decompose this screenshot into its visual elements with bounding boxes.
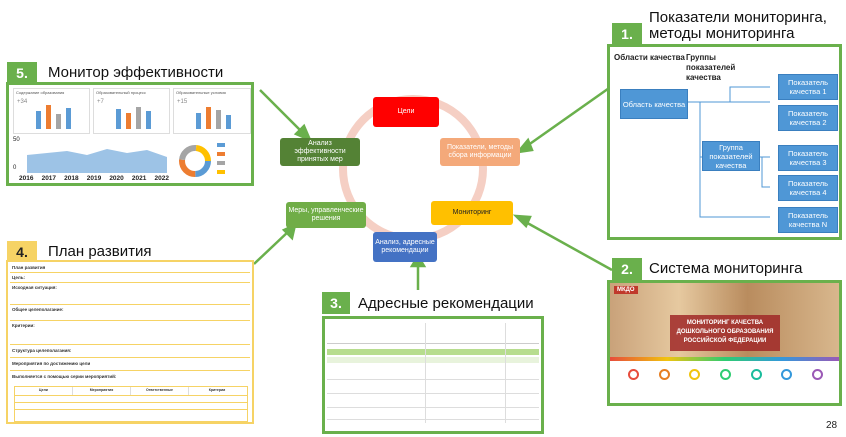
quality-group-box: Группа показателей качества xyxy=(702,141,760,171)
banner-line2: ДОШКОЛЬНОГО ОБРАЗОВАНИЯ xyxy=(676,329,774,335)
panel5-dashboard: Содержание образования +34 Образовательн… xyxy=(6,82,254,186)
site-icon xyxy=(750,369,762,380)
axis-bottom-label: 0 xyxy=(13,165,17,171)
panel2-number: 2. xyxy=(612,258,642,280)
panel4-development-plan: План развития Цель: Исходная ситуация: О… xyxy=(6,260,254,424)
area-chart xyxy=(27,149,167,173)
cycle-node-analysis: Анализ, адресные рекомендации xyxy=(373,232,437,262)
site-icon xyxy=(689,369,701,380)
panel2-website: МКДО МОНИТОРИНГ КАЧЕСТВА ДОШКОЛЬНОГО ОБР… xyxy=(607,280,842,406)
cycle-node-effectiveness: Анализ эффективности принятых мер xyxy=(280,138,360,166)
cycle-node-goals: Цели xyxy=(373,97,439,127)
col-groups-label: Группы показателей качества xyxy=(686,53,736,82)
panel5-title: Монитор эффективности xyxy=(48,64,224,81)
structure-lines xyxy=(688,86,770,218)
page-number: 28 xyxy=(826,420,838,431)
panel1-structure: Области качества Группы показателей каче… xyxy=(607,44,842,240)
site-icon xyxy=(781,369,793,380)
plan-line: Критерии: xyxy=(12,323,35,328)
indicator-box-3: Показатель качества 3 xyxy=(778,145,838,171)
axis-top-label: 50 xyxy=(13,137,20,143)
cycle-node-monitoring: Мониторинг xyxy=(431,201,513,225)
col-areas-label: Области качества xyxy=(614,53,685,62)
plan-line: Цель: xyxy=(12,275,25,280)
card-value: +34 xyxy=(17,99,28,105)
donut-chart xyxy=(179,145,211,177)
panel4-title: План развития xyxy=(48,243,152,260)
indicator-box-2: Показатель качества 2 xyxy=(778,105,838,131)
banner-line1: МОНИТОРИНГ КАЧЕСТВА xyxy=(686,320,764,326)
plan-table-header: Критерии xyxy=(208,388,226,392)
site-icon xyxy=(658,369,670,380)
panel3-title: Адресные рекомендации xyxy=(358,295,534,312)
plan-table-header: Мероприятия xyxy=(73,387,131,395)
year-label: 2017 xyxy=(41,175,57,182)
panel1-title-line1: Показатели мониторинга, xyxy=(649,9,827,26)
quality-area-box: Область качества xyxy=(620,89,688,119)
indicator-box-n: Показатель качества N xyxy=(778,207,838,233)
plan-table-header: Цели xyxy=(15,387,73,395)
panel5-number: 5. xyxy=(7,62,37,84)
panel4-number: 4. xyxy=(7,241,37,263)
panel1-number: 1. xyxy=(612,23,642,45)
plan-line: Структура целеполагания: xyxy=(12,348,72,353)
plan-line: План развития xyxy=(12,265,46,270)
indicator-box-4: Показатель качества 4 xyxy=(778,175,838,201)
cycle-node-measures: Меры, управленческие решения xyxy=(286,202,366,228)
panel2-title: Система мониторинга xyxy=(649,260,803,277)
year-label: 2021 xyxy=(131,175,147,182)
site-icon xyxy=(811,369,823,380)
card-value: +15 xyxy=(177,99,188,105)
panel3-number: 3. xyxy=(322,292,350,314)
plan-line: Общее целеполагание: xyxy=(12,307,64,312)
mkdo-logo: МКДО xyxy=(614,286,638,294)
banner-line3: РОССИЙСКОЙ ФЕДЕРАЦИИ xyxy=(683,338,767,344)
panel1-title-line2: методы мониторинга xyxy=(649,25,795,42)
plan-line: Выполняется с помощью серии мероприятий: xyxy=(12,374,117,379)
year-label: 2016 xyxy=(19,175,34,182)
site-icon xyxy=(628,369,639,380)
year-label: 2019 xyxy=(86,175,102,182)
panel3-recommendations xyxy=(322,316,544,434)
year-label: 2018 xyxy=(64,175,79,182)
indicator-box-1: Показатель качества 1 xyxy=(778,74,838,100)
cycle-node-indicators: Показатели, методы сбора информации xyxy=(440,138,520,166)
plan-line: Исходная ситуация: xyxy=(12,285,57,290)
year-label: 2020 xyxy=(109,175,124,182)
year-label: 2022 xyxy=(154,175,169,182)
plan-table-header: Ответственные xyxy=(131,387,189,395)
site-icon xyxy=(719,369,731,380)
card-value: +7 xyxy=(97,99,104,105)
plan-line: Мероприятия по достижению цели xyxy=(12,361,91,366)
